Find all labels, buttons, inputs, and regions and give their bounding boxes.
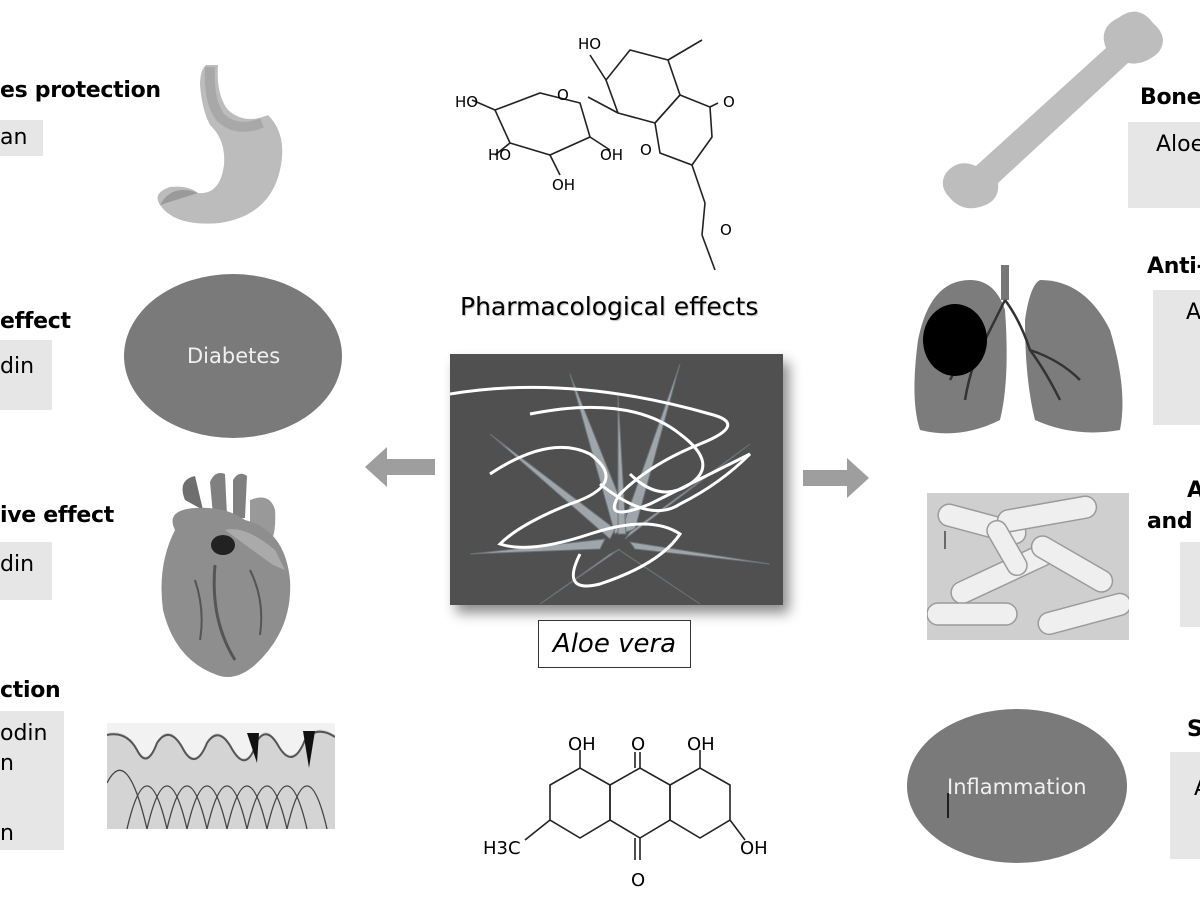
mol-top-label-2: HO [455,93,478,111]
aloe-vera-label: Aloe vera [538,620,691,668]
mol-top-label-8: O [640,141,652,159]
mol-bottom-label-6: O [631,870,645,891]
aloe-vera-photo [450,354,783,605]
lungs-icon [914,265,1123,434]
mol-top-label-6: O [723,93,735,111]
mol-bottom-label-5: OH [740,838,768,859]
mol-bottom-label-3: OH [687,734,715,755]
mol-bottom-label-1: OH [568,734,596,755]
mol-top-label-7: O [557,86,569,104]
mol-top-label-1: HO [578,35,601,53]
mol-top-label-9: O [720,221,732,239]
right-compound-box-4: A [1170,752,1200,859]
left-compound-1: an [0,125,28,150]
aloesin-structure: HO HO HO OH OH O O O O [455,35,735,271]
center-title: Pharmacological effects [460,292,759,321]
right-compound-box-2: A [1153,290,1200,425]
left-compound-2: din [0,354,35,379]
right-arrow [803,458,869,498]
left-heading-3: ive effect [0,503,115,528]
right-compound-box-1: Aloe [1128,122,1200,208]
right-compound-box-3 [1180,542,1200,627]
mol-bottom-label-4: H3C [483,838,521,859]
bone-icon [942,11,1163,209]
right-compound-4: A [1194,776,1200,801]
right-compound-1: Aloe [1156,132,1200,157]
left-heading-1: es protection [0,78,161,103]
diabetes-ellipse [124,274,342,438]
right-heading-4: S [1187,717,1200,742]
inflammation-ellipse [907,709,1127,863]
stomach-icon [157,65,283,224]
right-compound-2: A [1186,300,1200,325]
left-compound-4-line-2: n [0,751,14,776]
left-compound-4-line-4: n [0,821,14,846]
right-heading-1: Bone [1140,85,1200,110]
mol-top-label-3: HO [488,146,511,164]
left-compound-3: din [0,552,35,577]
left-compound-box-2: din [0,340,52,410]
left-compound-box-3: din [0,542,52,600]
left-compound-4-line-1: odin [0,721,48,746]
intestine-tissue-icon [107,723,335,829]
mol-top-label-4: OH [600,146,623,164]
left-heading-2: effect [0,309,71,334]
aloe-emodin-structure: OH O OH H3C OH O [483,734,768,891]
right-heading-3-line-2: and [1147,509,1193,534]
right-heading-3-line-1: A [1187,478,1200,503]
mol-bottom-label-2: O [631,734,645,755]
mol-top-label-5: OH [552,176,575,194]
left-heading-4: ction [0,678,61,703]
heart-icon [161,473,291,678]
right-heading-2: Anti- [1147,254,1200,279]
bacteria-icon [927,493,1129,640]
diabetes-label: Diabetes [187,344,281,368]
left-arrow [365,447,435,487]
left-compound-box-4: odin n n [0,711,64,850]
inflammation-label: Inflammation [947,775,1087,799]
left-compound-box-1: an [0,120,43,156]
